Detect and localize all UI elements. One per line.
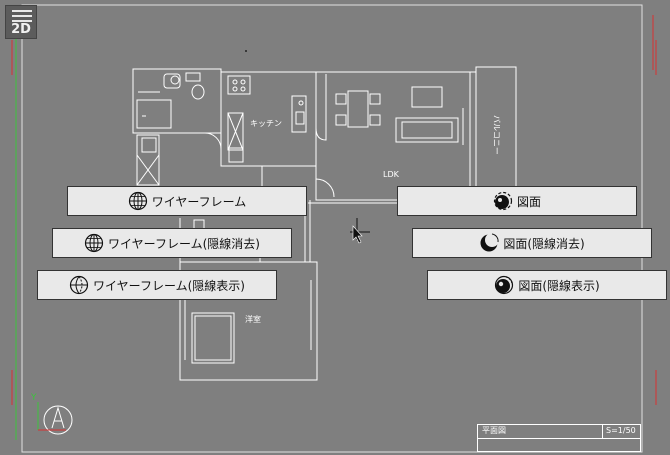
axis-indicator — [37, 402, 73, 435]
room-label-bedroom: 洋室 — [245, 314, 261, 324]
title-block-divider — [602, 425, 603, 438]
drawing-name: 平面図 — [482, 426, 506, 435]
drawing-button[interactable]: 図面 — [397, 186, 637, 216]
drawing-hidden-shown-button-label: 図面(隠線表示) — [518, 278, 600, 293]
closets — [136, 112, 244, 186]
wireframe-hidden-shown-button[interactable]: ワイヤーフレーム(隠線表示) — [37, 270, 277, 300]
room-label-balcony: バルコニー — [492, 115, 501, 155]
title-block-row: 平面図 S=1/50 — [478, 425, 640, 439]
drawing-button-label: 図面 — [516, 194, 541, 209]
wireframe-hidden-removed-button-label: ワイヤーフレーム(隠線消去) — [108, 236, 260, 251]
drawing-hidden-removed-button-label: 図面(隠線消去) — [503, 236, 585, 251]
ldk — [315, 71, 477, 201]
room-label-kitchen: キッチン — [250, 119, 282, 128]
drawing-hidden-removed-button[interactable]: 図面(隠線消去) — [412, 228, 652, 258]
view-mode-label: 2D — [11, 22, 31, 37]
drawing-hidden-shown-button[interactable]: 図面(隠線表示) — [427, 270, 667, 300]
axis-y-label: Y — [30, 393, 37, 403]
drawing-hidden-sphere-icon — [494, 275, 514, 295]
origin-dot — [245, 50, 247, 52]
wireframe-globe-icon — [128, 191, 148, 211]
pointer-cursor-icon — [352, 225, 363, 244]
title-block: 平面図 S=1/50 — [477, 424, 641, 452]
wireframe-hidden-shown-button-label: ワイヤーフレーム(隠線表示) — [93, 278, 245, 293]
wireframe-button[interactable]: ワイヤーフレーム — [67, 186, 307, 216]
wireframe-globe-icon — [84, 233, 104, 253]
hamburger-icon — [12, 10, 32, 25]
wireframe-button-label: ワイヤーフレーム — [151, 194, 247, 209]
wireframe-hidden-globe-icon — [69, 275, 89, 295]
drawing-scale: S=1/50 — [606, 426, 636, 435]
view-menu-button[interactable]: 2D — [5, 5, 37, 39]
wireframe-hidden-removed-button[interactable]: ワイヤーフレーム(隠線消去) — [52, 228, 292, 258]
room-label-ldk: LDK — [383, 170, 400, 179]
drawing-crescent-icon — [479, 233, 500, 253]
bathroom — [132, 68, 222, 150]
drawing-sphere-icon — [493, 191, 513, 211]
bedroom — [179, 166, 400, 381]
